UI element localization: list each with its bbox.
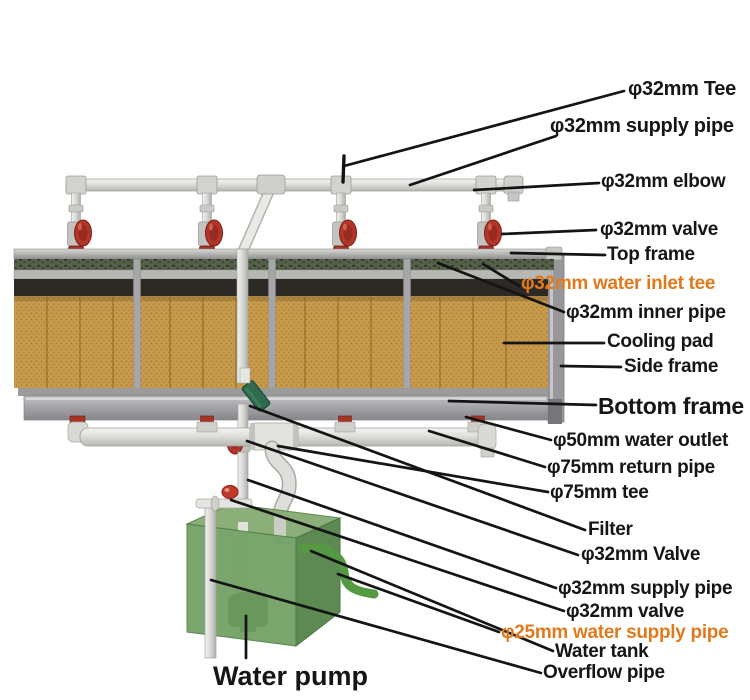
supply-tee-fitting xyxy=(256,174,286,195)
leader-water-supply-pipe xyxy=(336,572,501,634)
return-downpipe xyxy=(266,442,296,522)
leader-return-pipe xyxy=(427,429,547,469)
cooling-pad-block xyxy=(13,246,565,424)
pad-outlet-2 xyxy=(334,415,356,433)
supply-pipe xyxy=(65,178,523,192)
label-water-tank: Water tank xyxy=(555,641,649,662)
pad-panel-seams xyxy=(46,297,507,388)
label-elbow: φ32mm elbow xyxy=(601,171,726,192)
pad-bottom-strip xyxy=(18,388,548,396)
supply-elbow-fitting xyxy=(503,175,524,195)
leader-supply-pipe-top xyxy=(408,134,558,187)
leader-overflow-pipe xyxy=(209,578,543,675)
overflow-pipe xyxy=(204,507,217,659)
label-filter: Filter xyxy=(588,519,633,540)
label-supply-pipe-bottom: φ32mm supply pipe xyxy=(558,578,733,599)
leader-tee-75 xyxy=(276,444,550,494)
inner-pipe xyxy=(13,248,561,260)
riser-pipe xyxy=(236,248,249,384)
leader-valve-mid xyxy=(245,439,580,557)
label-tee-top: φ32mm Tee xyxy=(628,78,736,100)
leader-water-inlet-tee xyxy=(481,262,521,288)
label-supply-pipe-top: φ32mm supply pipe xyxy=(550,115,734,137)
label-side-frame: Side frame xyxy=(624,356,719,377)
leader-water-tank xyxy=(309,549,555,653)
label-water-supply-pipe: φ25mm water supply pipe xyxy=(501,622,729,643)
label-bottom-frame: Bottom frame xyxy=(598,393,744,419)
label-valve-mid: φ32mm Valve xyxy=(581,544,701,565)
label-cooling-pad: Cooling pad xyxy=(607,331,714,352)
leader-filter xyxy=(248,404,587,532)
filter xyxy=(241,380,271,412)
leader-supply-pipe-bottom xyxy=(246,478,558,590)
label-tee-75: φ75mm tee xyxy=(550,482,649,503)
label-overflow-pipe: Overflow pipe xyxy=(543,662,665,683)
leader-tee-top xyxy=(342,89,626,168)
label-top-frame: Top frame xyxy=(607,244,695,265)
leader-inner-pipe xyxy=(436,261,566,314)
pad-dark-band xyxy=(14,279,548,296)
leader-lines xyxy=(209,89,626,675)
label-return-pipe: φ75mm return pipe xyxy=(547,457,715,478)
tank-front-face xyxy=(186,523,297,647)
riser-pipe-top xyxy=(239,183,275,255)
leader-bottom-frame xyxy=(447,399,598,407)
label-water-inlet-tee: φ32mm water inlet tee xyxy=(521,273,716,294)
top-frame xyxy=(13,269,553,280)
label-valve-top: φ32mm valve xyxy=(600,219,719,240)
label-valve-bottom: φ32mm valve xyxy=(566,601,685,622)
label-water-pump: Water pump xyxy=(213,661,368,691)
pad-outlet-1 xyxy=(196,415,218,433)
leader-top-frame xyxy=(509,251,607,257)
water-supply-hose xyxy=(297,543,379,599)
leader-elbow xyxy=(472,181,601,192)
tee-tick-mark xyxy=(341,154,346,184)
label-inner-pipe: φ32mm inner pipe xyxy=(566,302,726,323)
top-supply-pipe-assembly xyxy=(65,174,524,257)
label-water-outlet: φ50mm water outlet xyxy=(553,430,729,451)
leader-valve-bottom xyxy=(229,498,566,613)
leader-water-outlet xyxy=(464,415,553,442)
tank-right-face xyxy=(295,517,341,648)
leader-valve-top xyxy=(500,228,598,236)
leader-side-frame xyxy=(559,364,623,369)
return-pipe-assembly xyxy=(67,415,497,524)
